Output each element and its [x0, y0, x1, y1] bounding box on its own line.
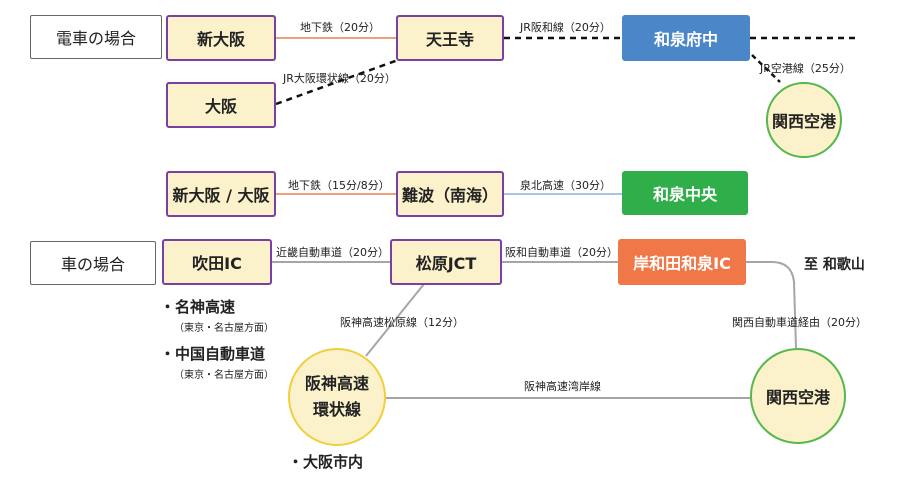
edge-label-matsubara-kishiwada: 阪和自動車道（20分）	[505, 246, 618, 259]
node-tennoji: 天王寺	[396, 15, 504, 61]
car-section-label: 車の場合	[30, 241, 156, 285]
hanshin-loop-line2: 環状線	[312, 400, 361, 419]
note-chugoku-sub: （東京・名古屋方面）	[174, 370, 274, 381]
node-izumifuchu: 和泉府中	[622, 15, 750, 61]
note-osaka-city-title: ・大阪市内	[288, 453, 364, 471]
edge-label-suita-matsubara: 近畿自動車道（20分）	[276, 246, 389, 259]
destination-wakayama: 至 和歌山	[804, 257, 865, 273]
edge-label-kishiwada-kix: 関西自動車道経由（20分）	[732, 316, 867, 329]
note-chugoku-title: ・中国自動車道	[160, 345, 266, 363]
edge-label-shin-osaka-namba: 地下鉄（15分/8分）	[288, 179, 390, 192]
hanshin-loop-line1: 阪神高速	[304, 374, 369, 394]
edge-label-namba-izumi-chuo: 泉北高速（30分）	[520, 179, 611, 192]
note-meishin-title: ・名神高速	[160, 298, 236, 316]
node-hanshin-loop: 阪神高速 環状線	[288, 348, 386, 446]
node-kix-train: 関西空港	[766, 82, 842, 158]
note-meishin: ・名神高速 （東京・名古屋方面）	[160, 296, 274, 334]
edge-label-shin-osaka-tennoji: 地下鉄（20分）	[300, 21, 380, 34]
train-section-label: 電車の場合	[30, 15, 162, 59]
line-matsubara-hanshin	[365, 283, 425, 357]
note-meishin-sub: （東京・名古屋方面）	[174, 323, 274, 334]
line-kishiwada-kix	[746, 261, 797, 349]
node-shin-osaka: 新大阪	[166, 15, 276, 61]
note-chugoku: ・中国自動車道 （東京・名古屋方面）	[160, 343, 274, 381]
edge-label-matsubara-hanshin: 阪神高速松原線（12分）	[340, 316, 464, 329]
note-osaka-city: ・大阪市内	[288, 451, 363, 472]
node-shin-osaka-osaka: 新大阪 / 大阪	[166, 171, 276, 217]
node-osaka: 大阪	[166, 82, 276, 128]
node-kishiwada-ic: 岸和田和泉IC	[618, 239, 746, 285]
edge-label-tennoji-izumifuchu: JR阪和線（20分）	[520, 21, 611, 34]
line-izumifuchu-kix	[751, 54, 781, 83]
node-kix-car: 関西空港	[750, 348, 846, 444]
edge-label-osaka-tennoji: JR大阪環状線（20分）	[283, 72, 396, 85]
edge-label-hanshin-kix: 阪神高速湾岸線	[524, 380, 601, 393]
node-namba: 難波（南海）	[396, 171, 504, 217]
node-suita-ic: 吹田IC	[162, 239, 272, 285]
node-matsubara-jct: 松原JCT	[390, 239, 502, 285]
edge-label-izumifuchu-kix: JR空港線（25分）	[760, 62, 851, 75]
node-izumi-chuo: 和泉中央	[622, 171, 748, 215]
